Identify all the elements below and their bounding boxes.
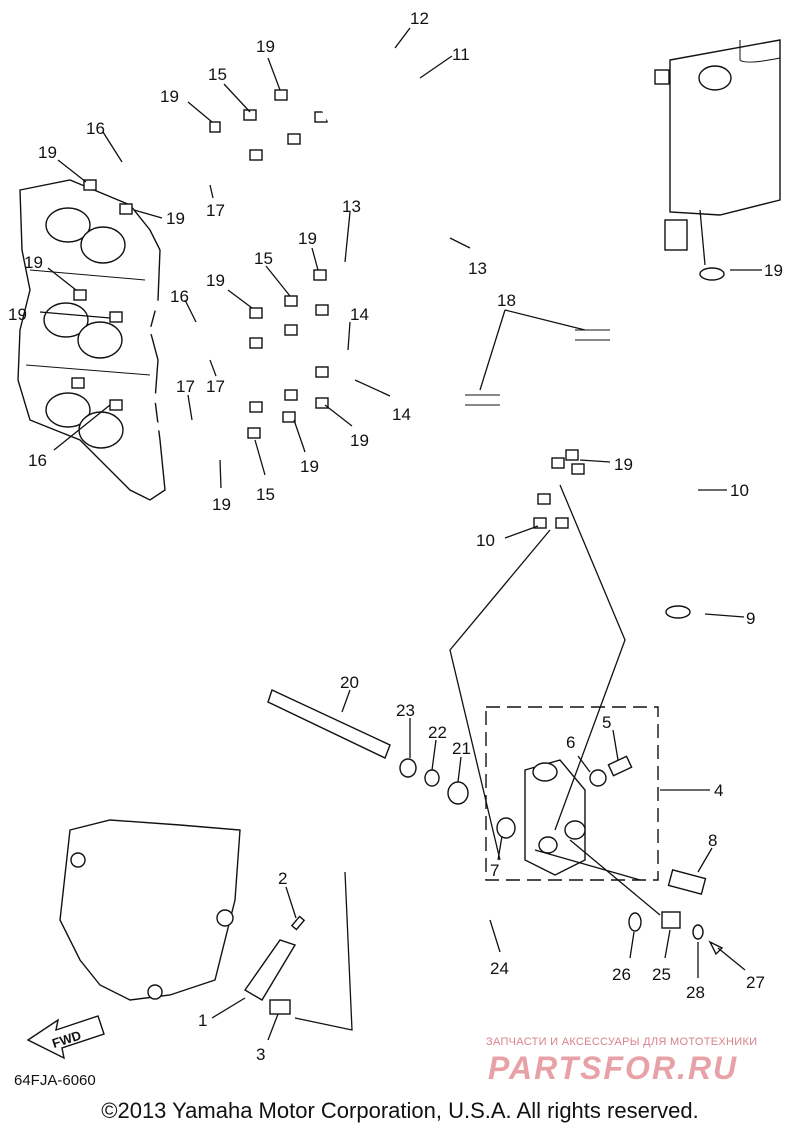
callout-19: 19: [298, 229, 317, 248]
callout-25: 25: [652, 965, 671, 984]
callout-17: 17: [206, 377, 225, 396]
callout-8: 8: [708, 831, 717, 850]
callout-19: 16: [28, 451, 47, 470]
hose-clips: [71, 89, 329, 439]
callout-20: 20: [340, 673, 359, 692]
callout-10: 19: [764, 261, 783, 280]
callout-27: 27: [746, 973, 765, 992]
callout-24: 24: [490, 959, 509, 978]
callout-13: 13: [468, 259, 487, 278]
callout-3: 3: [256, 1045, 265, 1064]
callout-28: 28: [686, 983, 705, 1002]
hose-24: [358, 871, 724, 956]
callout-2: 2: [278, 869, 287, 888]
callout-10: 9: [746, 609, 755, 628]
callout-labels: 12 11 19 15 19 16 19 19 17 13 13 19 15 1…: [8, 9, 783, 1064]
callout-18: 18: [497, 291, 516, 310]
watermark-logo: PARTSFOR.RU: [488, 1050, 739, 1086]
callout-12: 12: [410, 9, 429, 28]
callout-15: 15: [254, 249, 273, 268]
callout-16: 19: [212, 495, 231, 514]
oil-pump-link: [243, 915, 306, 1015]
callout-1: 1: [198, 1011, 207, 1030]
oil-reservoir: [654, 39, 781, 251]
watermark-tagline: ЗАПЧАСТИ И АКСЕССУАРЫ ДЛЯ МОТОТЕХНИКИ: [486, 1036, 758, 1048]
long-hoses: [301, 46, 610, 474]
callout-19: 19: [256, 37, 275, 56]
callout-19: 19: [24, 253, 43, 272]
crankcase: [59, 819, 241, 1001]
callout-17: 17: [176, 377, 195, 396]
callout-17: 17: [206, 201, 225, 220]
fitting-8: [667, 869, 707, 895]
callout-5: 5: [602, 713, 611, 732]
pump-shaft: [267, 689, 516, 839]
callout-19: 19: [350, 431, 369, 450]
callout-6: 6: [566, 733, 575, 752]
callout-19: 15: [256, 485, 275, 504]
callout-23: 23: [396, 701, 415, 720]
leader-lines: [39, 27, 762, 1041]
callout-19: 19: [160, 87, 179, 106]
callout-15: 19: [300, 457, 319, 476]
callout-11: 11: [452, 45, 470, 64]
callout-19: 10: [476, 531, 495, 550]
right-clips: [533, 449, 585, 529]
callout-14: 14: [350, 305, 369, 324]
oil-hose-9: [665, 267, 725, 619]
callout-19: 19: [8, 305, 27, 324]
callout-22: 22: [428, 723, 447, 742]
callout-16: 16: [170, 287, 189, 306]
callout-4: 4: [714, 781, 723, 800]
callout-9: 10: [730, 481, 749, 500]
callout-7: 7: [490, 861, 499, 880]
callout-19: 19: [614, 455, 633, 474]
callout-19: 19: [206, 271, 225, 290]
drawing-code: 64FJA-6060: [14, 1072, 96, 1089]
callout-13: 13: [342, 197, 361, 216]
callout-19: 19: [38, 143, 57, 162]
copyright-notice: ©2013 Yamaha Motor Corporation, U.S.A. A…: [101, 1098, 699, 1123]
callout-15: 15: [208, 65, 227, 84]
callout-21: 21: [452, 739, 471, 758]
callout-19: 19: [166, 209, 185, 228]
fwd-arrow: FWD: [26, 1015, 105, 1060]
callout-16: 16: [86, 119, 105, 138]
callout-26: 26: [612, 965, 631, 984]
callout-14: 14: [392, 405, 411, 424]
